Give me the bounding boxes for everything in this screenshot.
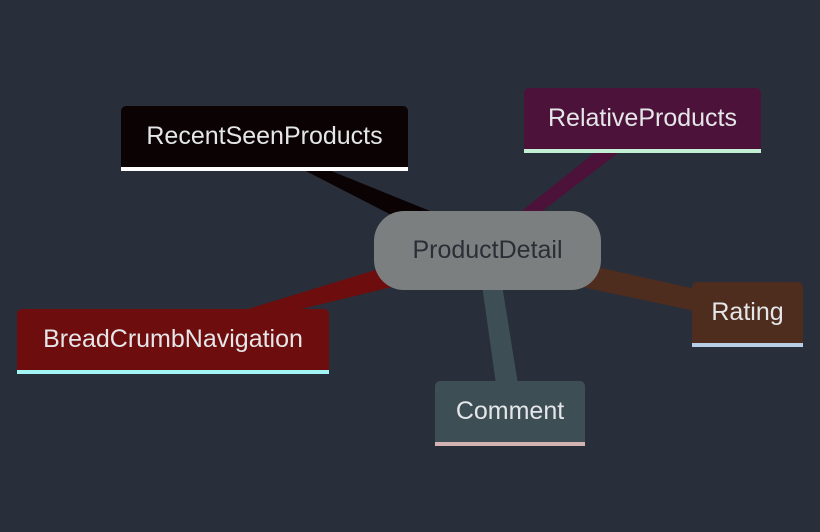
node-breadcrumb-label: BreadCrumbNavigation	[43, 325, 303, 353]
edge-relative	[508, 150, 622, 222]
node-recent[interactable]: RecentSeenProducts	[121, 106, 408, 171]
node-comment[interactable]: Comment	[435, 381, 585, 446]
node-recent-label: RecentSeenProducts	[146, 122, 383, 150]
edge-breadcrumb	[225, 265, 400, 322]
node-breadcrumb[interactable]: BreadCrumbNavigation	[17, 309, 329, 374]
node-relative-label: RelativeProducts	[548, 104, 737, 132]
node-comment-label: Comment	[455, 397, 565, 425]
edge-recent	[300, 168, 440, 222]
node-root[interactable]: ProductDetail	[374, 211, 601, 290]
edge-rating	[582, 265, 700, 312]
node-rating-label: Rating	[711, 298, 784, 326]
node-rating[interactable]: Rating	[692, 282, 803, 347]
node-relative[interactable]: RelativeProducts	[524, 88, 761, 153]
node-root-label: ProductDetail	[412, 236, 563, 264]
edge-comment	[482, 285, 518, 384]
